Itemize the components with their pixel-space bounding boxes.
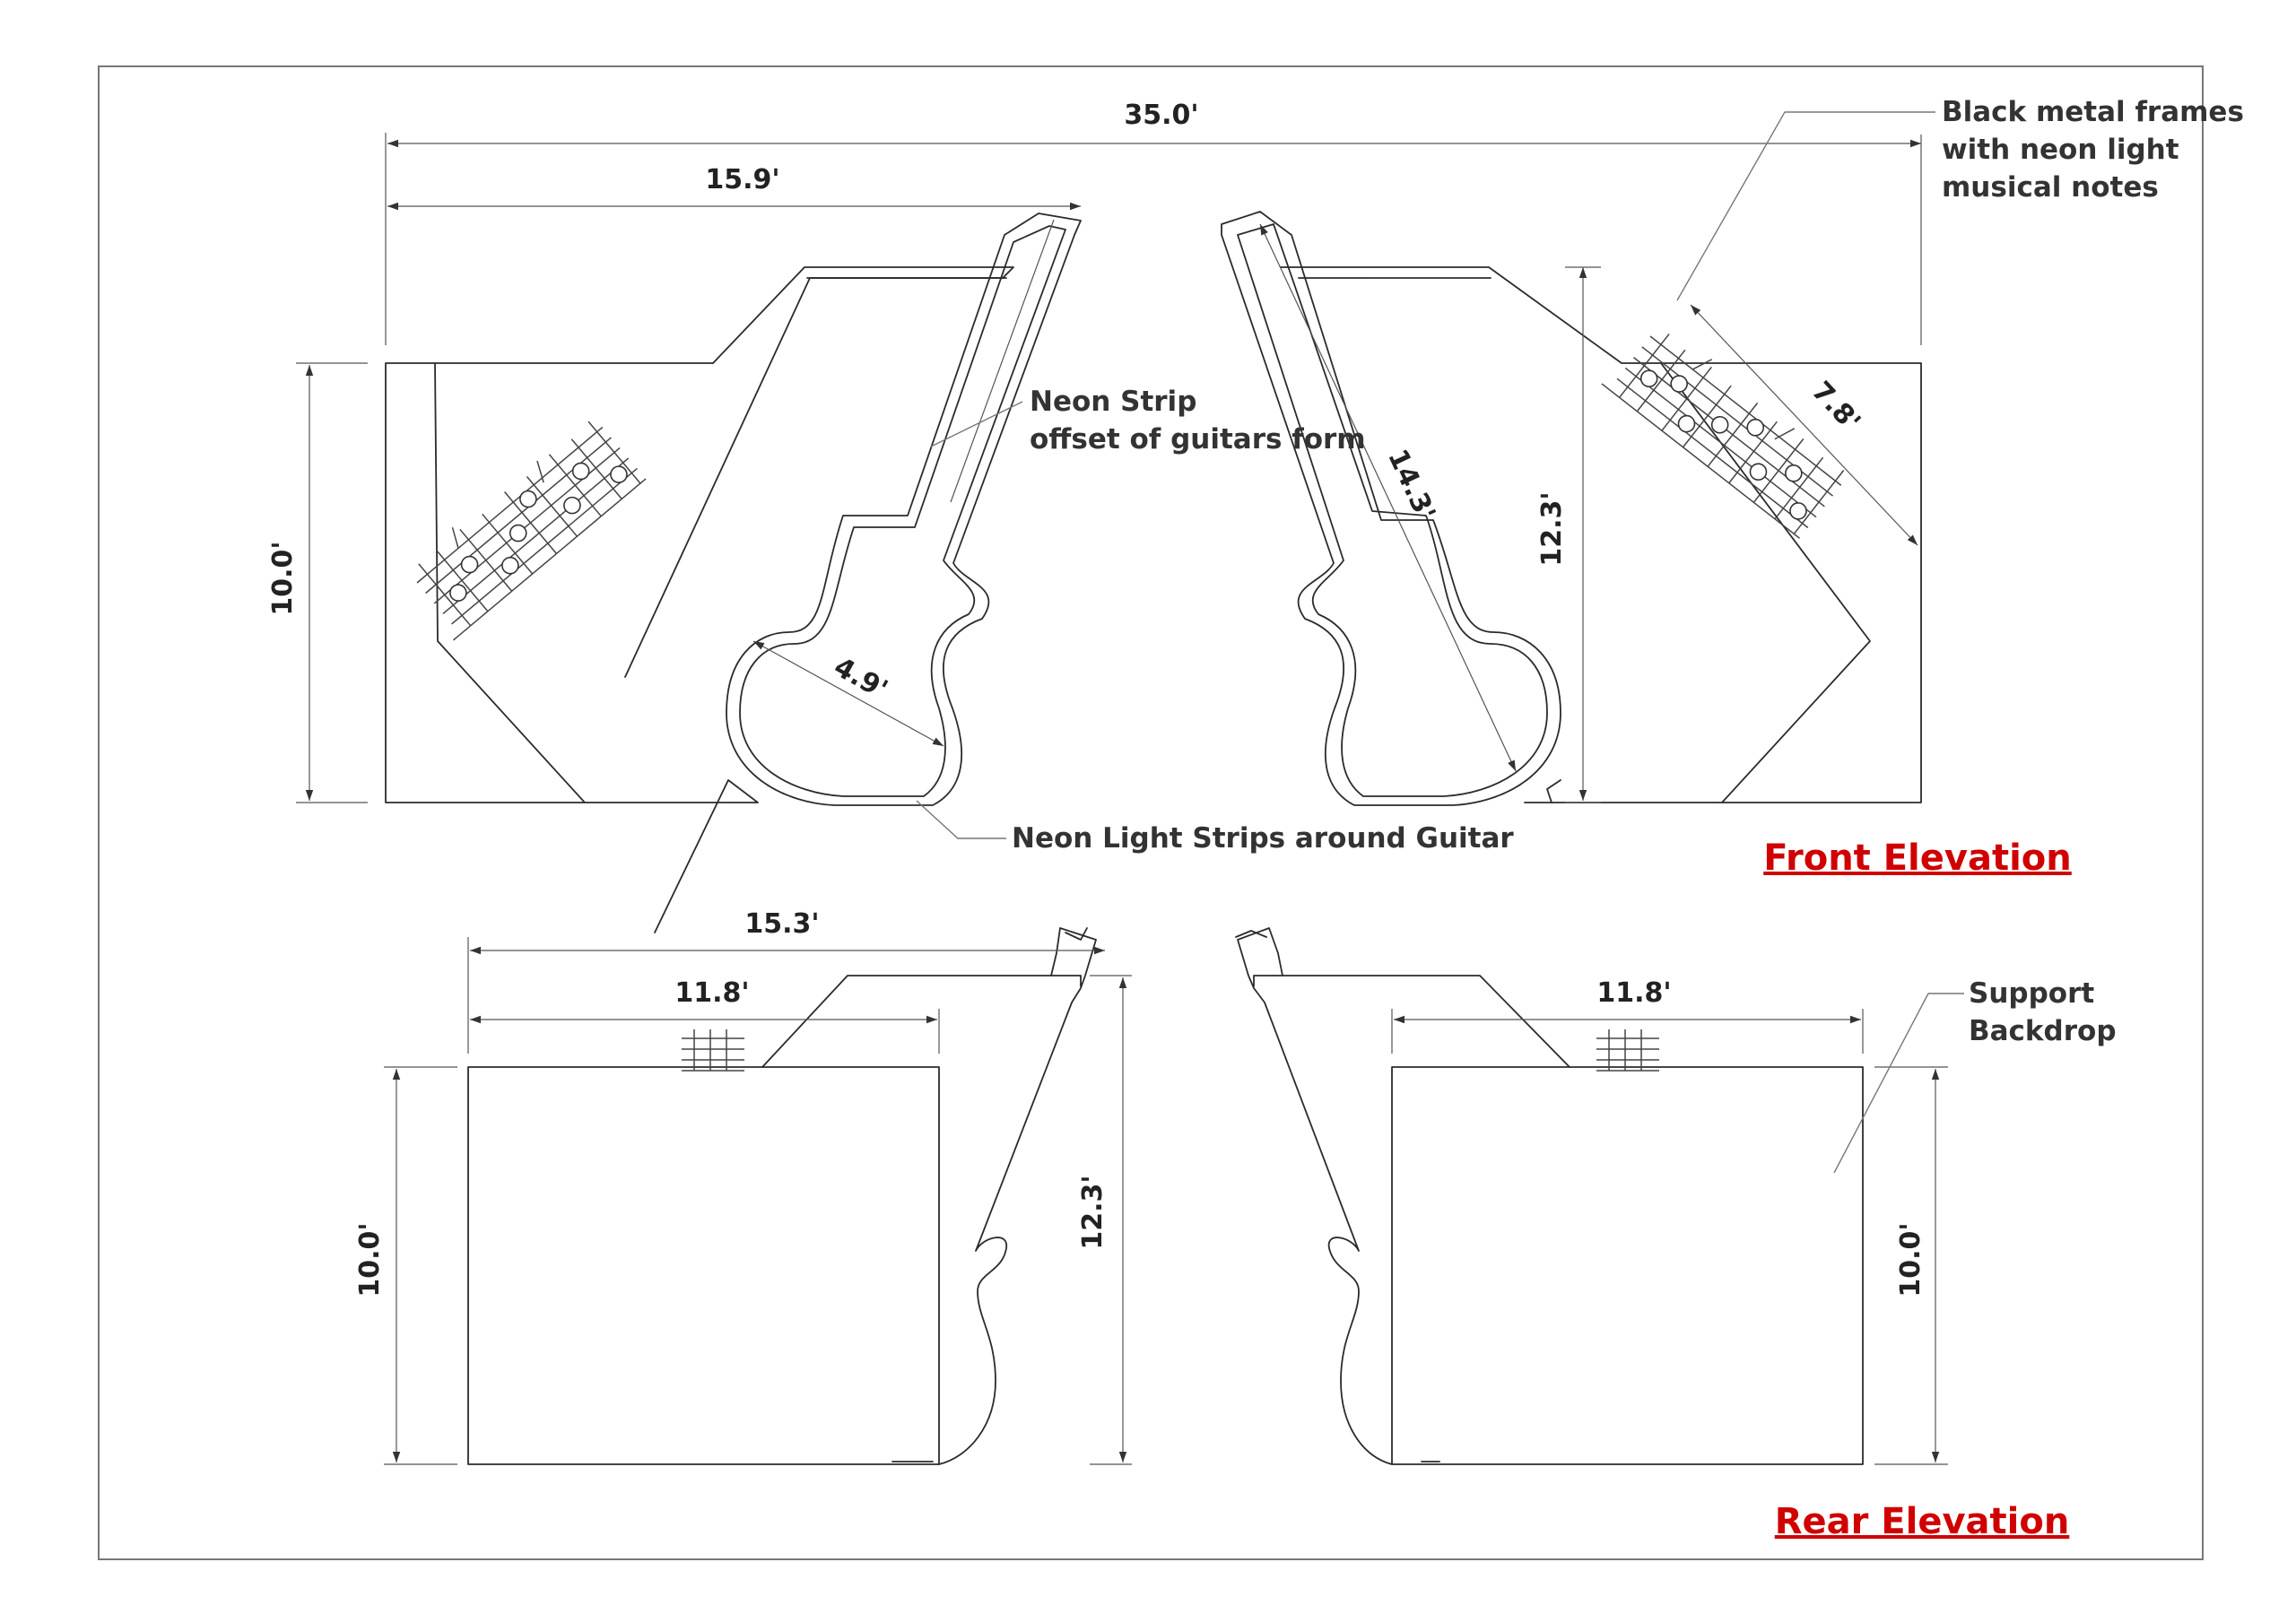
frames-label-2: with neon light xyxy=(1942,134,2179,166)
frames-label-1: Black metal frames xyxy=(1942,96,2244,128)
front-right-music-frame xyxy=(1601,314,1855,540)
front-left-guitar xyxy=(726,213,1082,806)
dim-118-left: 11.8' xyxy=(674,977,749,1009)
rear-elevation: 15.3' 11.8' 11.8' 10.0' 12.3' 10.0' Supp… xyxy=(354,908,2117,1542)
dim-35: 35.0' xyxy=(1124,100,1198,131)
neon-around-label: Neon Light Strips around Guitar xyxy=(1012,822,1514,855)
dim-rear-right-10: 10.0' xyxy=(1895,1222,1926,1297)
neon-strip-label-2: offset of guitars form xyxy=(1030,423,1366,456)
dim-159: 15.9' xyxy=(705,164,779,195)
support-label-1: Support xyxy=(1969,977,2094,1010)
rear-elevation-title: Rear Elevation xyxy=(1775,1501,2070,1542)
dim-49: 4.9' xyxy=(829,651,892,706)
front-right-backdrop xyxy=(1280,266,1922,803)
dim-118-right: 11.8' xyxy=(1596,977,1671,1009)
rear-right-backdrop xyxy=(1391,1066,1864,1465)
dim-rear-123: 12.3' xyxy=(1077,1175,1109,1249)
dim-143-line xyxy=(1259,223,1517,772)
dim-78-line xyxy=(1690,304,1918,546)
dim-78: 7.8' xyxy=(1805,376,1866,438)
front-left-backdrop xyxy=(385,266,1014,933)
dim-left-10: 10.0' xyxy=(267,541,299,615)
rear-right-guitar xyxy=(1237,927,1393,1465)
rear-left-guitar xyxy=(938,927,1097,1465)
front-left-music-frame xyxy=(396,411,647,641)
frames-label-3: musical notes xyxy=(1942,171,2159,204)
dim-153: 15.3' xyxy=(744,908,819,940)
dim-123-front: 12.3' xyxy=(1536,491,1568,566)
dim-rear-left-10: 10.0' xyxy=(354,1222,386,1297)
sheet-border xyxy=(98,65,2204,1560)
front-right-guitar xyxy=(1221,211,1561,806)
neon-strip-label-1: Neon Strip xyxy=(1030,386,1196,418)
support-label-2: Backdrop xyxy=(1969,1015,2117,1047)
dim-49-line xyxy=(752,640,944,747)
front-elevation: 35.0' 15.9' 10.0' 4.9' 14.3' 12.3' 7.8' … xyxy=(267,96,2244,933)
rear-left-backdrop xyxy=(467,1066,940,1465)
front-elevation-title: Front Elevation xyxy=(1763,838,2072,879)
